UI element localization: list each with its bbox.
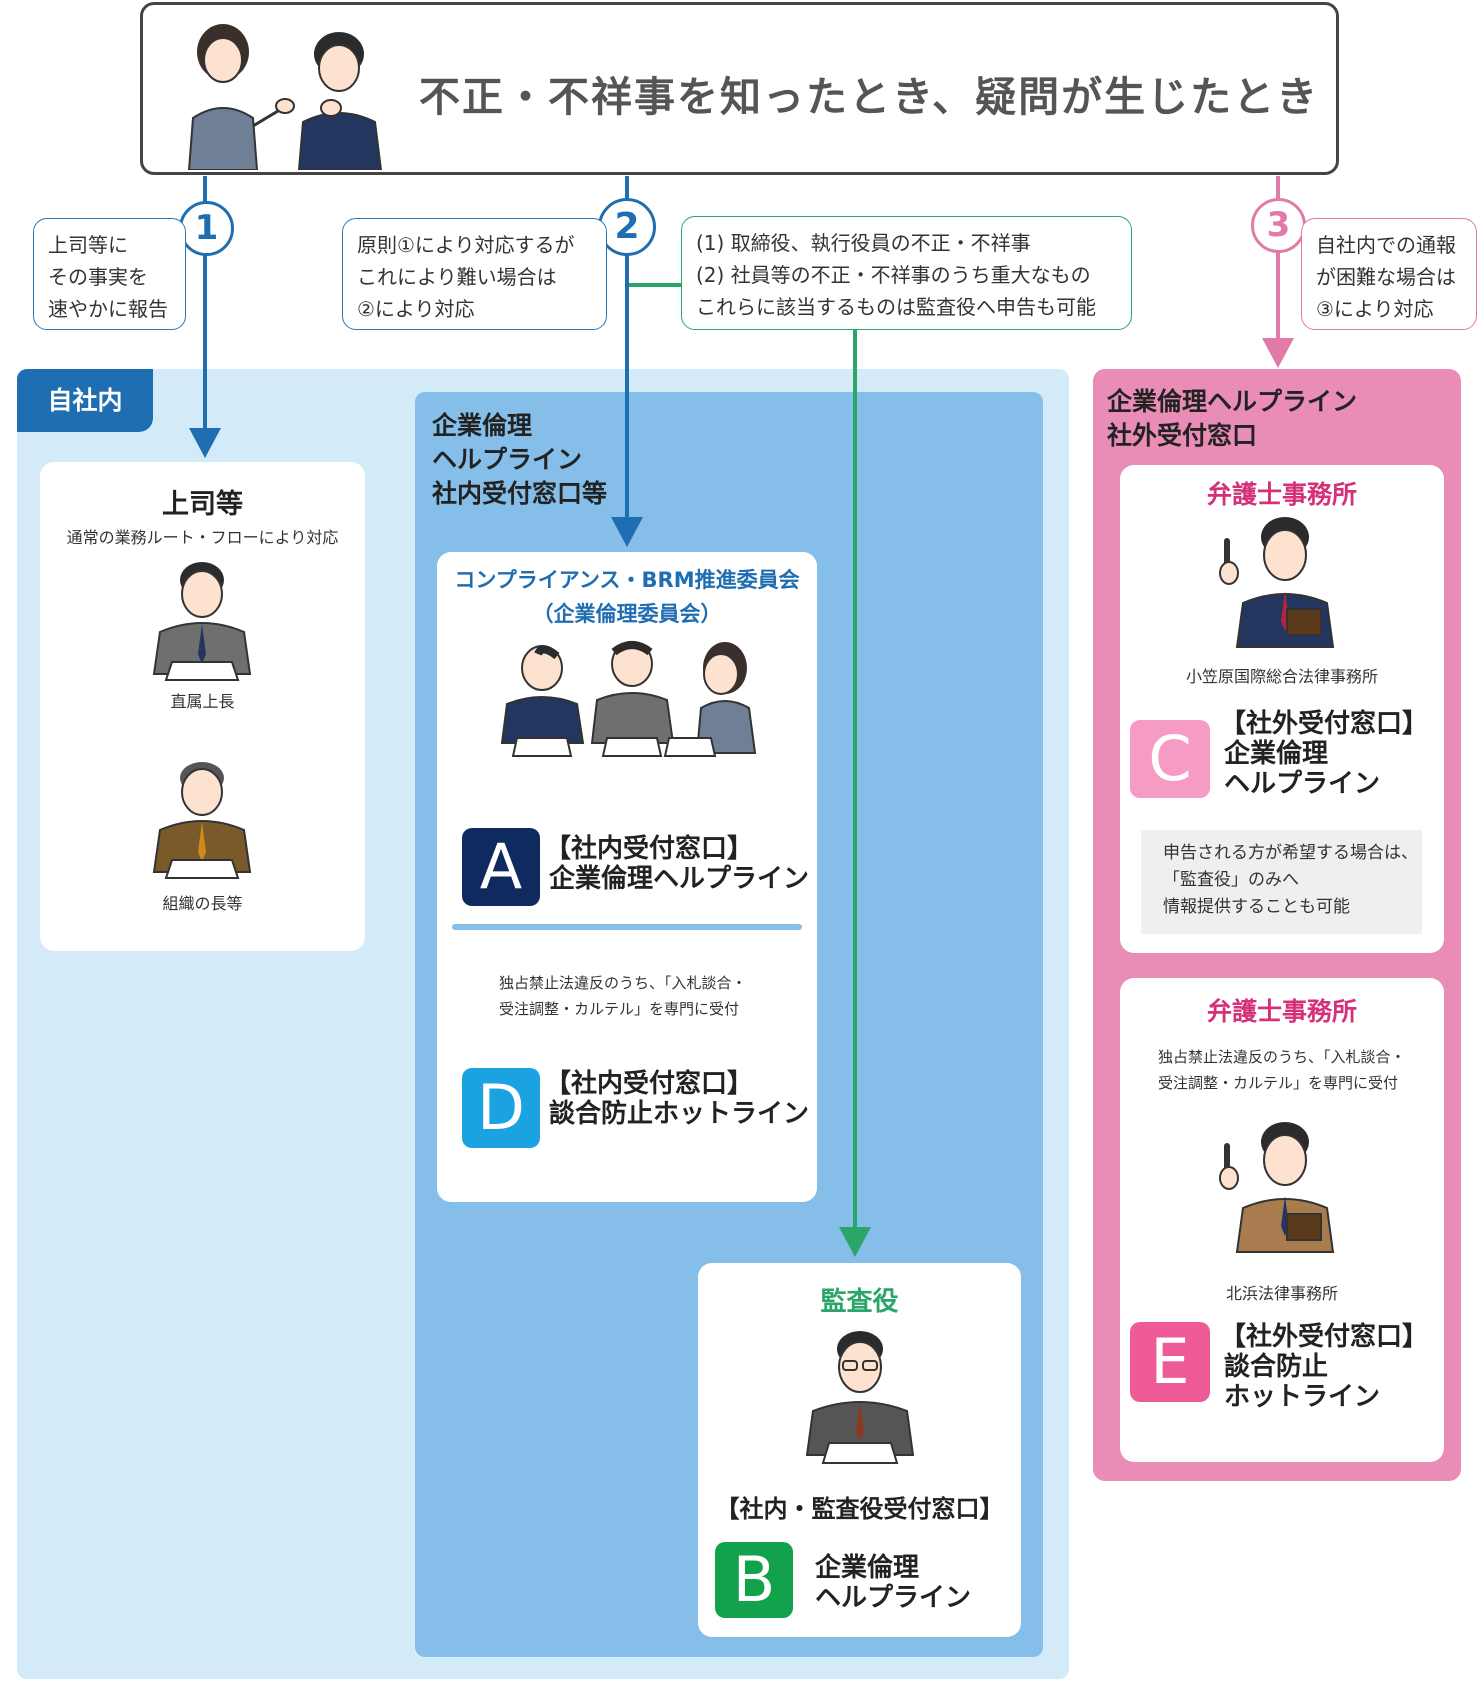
trigger-box: 不正・不祥事を知ったとき、疑問が生じたとき bbox=[140, 2, 1339, 175]
window-c-line1: 【社外受付窓口】 bbox=[1220, 709, 1429, 739]
window-c-tile: C bbox=[1130, 720, 1210, 798]
route2-number: 2 bbox=[598, 198, 656, 256]
helpline-heading-line2: ヘルプライン bbox=[432, 445, 583, 474]
helpline-heading-line1: 企業倫理 bbox=[432, 411, 533, 440]
law-firm-1-name: 小笠原国際総合法律事務所 bbox=[1185, 667, 1378, 686]
window-d-line2: 談合防止ホットライン bbox=[549, 1099, 810, 1129]
card-divider bbox=[452, 924, 802, 930]
external-heading-line1: 企業倫理ヘルプライン bbox=[1107, 387, 1358, 416]
route3-note: 自社内での通報 が困難な場合は ③により対応 bbox=[1301, 218, 1477, 330]
internal-tab: 自社内 bbox=[17, 369, 153, 432]
consulting-people-illustration bbox=[187, 24, 383, 170]
route2-note: 原則①により対応するが これにより難い場合は ②により対応 bbox=[342, 218, 607, 330]
window-a-line2: 企業倫理ヘルプライン bbox=[549, 864, 810, 894]
window-b-line1: 企業倫理 bbox=[815, 1553, 920, 1583]
window-e-tile: E bbox=[1130, 1322, 1210, 1402]
law-firm-2-name: 北浜法律事務所 bbox=[1225, 1284, 1338, 1303]
audit-only-option-note: 申告される方が希望する場合は、 「監査役」のみへ 情報提供することも可能 bbox=[1141, 830, 1422, 934]
committee-subname: （企業倫理委員会） bbox=[532, 602, 722, 626]
route3-number: 3 bbox=[1251, 198, 1306, 253]
route2-arrowhead bbox=[611, 517, 643, 547]
window-b-line2: ヘルプライン bbox=[815, 1583, 972, 1613]
audit-window-label: 【社内・監査役受付窓口】 bbox=[715, 1495, 1004, 1523]
window-e-line1: 【社外受付窓口】 bbox=[1220, 1322, 1429, 1352]
org-head-illustration bbox=[152, 762, 252, 879]
auditor-illustration bbox=[805, 1331, 915, 1464]
route3-arrowhead bbox=[1262, 338, 1294, 368]
law-firm-2-title: 弁護士事務所 bbox=[1206, 997, 1357, 1026]
external-heading-line2: 社外受付窓口 bbox=[1107, 421, 1258, 450]
window-c-line3: ヘルプライン bbox=[1224, 769, 1381, 799]
window-e-line3: ホットライン bbox=[1224, 1382, 1381, 1412]
org-head-label: 組織の長等 bbox=[162, 894, 243, 913]
direct-manager-label: 直属上長 bbox=[170, 692, 235, 711]
audit-eligibility-note: (1) 取締役、執行役員の不正・不祥事 (2) 社員等の不正・不祥事のうち重大な… bbox=[681, 216, 1132, 330]
law-firm-2-desc-line1: 独占禁止法違反のうち、「入札談合・ bbox=[1158, 1048, 1406, 1066]
committee-name: コンプライアンス・BRM推進委員会 bbox=[454, 568, 800, 592]
route1-number: 1 bbox=[179, 201, 234, 256]
window-a-tile: A bbox=[462, 828, 540, 906]
window-b-tile: B bbox=[715, 1542, 793, 1618]
lawyer-1-illustration bbox=[1219, 517, 1335, 648]
direct-manager-illustration bbox=[152, 562, 252, 681]
green-arrowhead bbox=[839, 1227, 871, 1257]
law-firm-card-1: 弁護士事務所 小笠原国際総合法律事務所 【社外受付窓口】 企業倫理 ヘルプライン bbox=[1120, 465, 1444, 953]
helpline-heading-line3: 社内受付窓口等 bbox=[432, 479, 608, 508]
trigger-title: 不正・不祥事を知ったとき、疑問が生じたとき bbox=[419, 73, 1320, 121]
boss-card: 上司等 通常の業務ルート・フローにより対応 直属上長 組織の長等 bbox=[40, 462, 365, 951]
law-firm-1-title: 弁護士事務所 bbox=[1206, 480, 1357, 509]
boss-card-title: 上司等 bbox=[162, 489, 243, 520]
lawyer-2-illustration bbox=[1219, 1122, 1335, 1253]
law-firm-2-desc-line2: 受注調整・カルテル」を専門に受付 bbox=[1158, 1074, 1399, 1092]
committee-members-illustration bbox=[500, 641, 757, 757]
route1-note: 上司等に その事実を 速やかに報告 bbox=[33, 218, 186, 330]
audit-title: 監査役 bbox=[820, 1287, 899, 1317]
window-d-line1: 【社内受付窓口】 bbox=[545, 1069, 754, 1099]
window-d-tile: D bbox=[462, 1068, 540, 1148]
window-d-desc-line1: 独占禁止法違反のうち、「入札談合・ bbox=[499, 974, 747, 992]
window-c-line2: 企業倫理 bbox=[1224, 739, 1329, 769]
boss-card-subtitle: 通常の業務ルート・フローにより対応 bbox=[66, 528, 339, 547]
route1-arrowhead bbox=[189, 428, 221, 458]
window-a-line1: 【社内受付窓口】 bbox=[545, 834, 754, 864]
window-d-desc-line2: 受注調整・カルテル」を専門に受付 bbox=[499, 1000, 740, 1018]
window-e-line2: 談合防止 bbox=[1224, 1352, 1329, 1382]
